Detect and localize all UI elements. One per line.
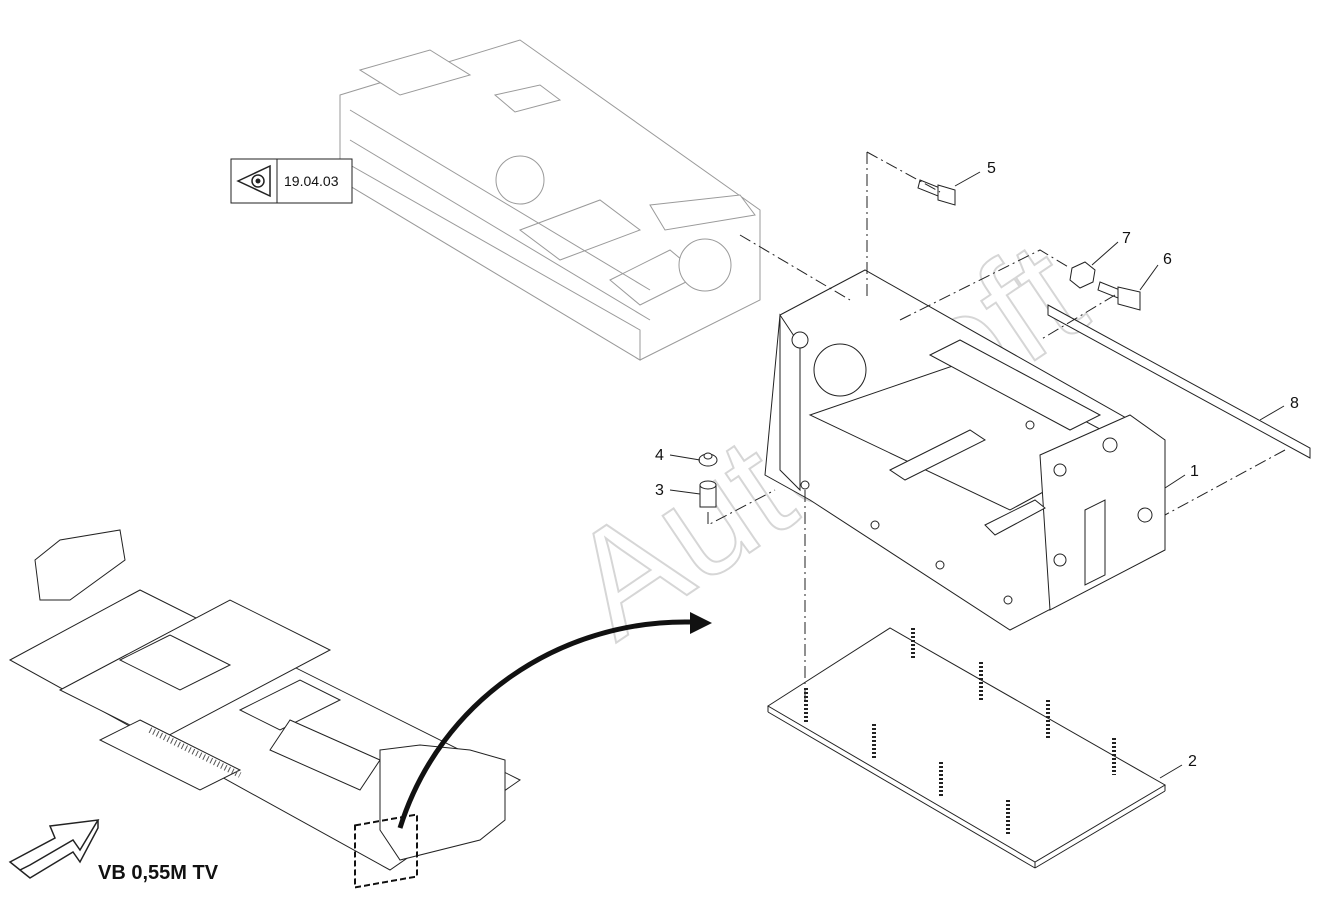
reference-box[interactable]: 19.04.03 (230, 158, 353, 204)
main-bracket (764, 269, 1166, 631)
nut-4 (698, 452, 718, 467)
callout-2: 2 (1188, 753, 1197, 770)
base-plate (767, 627, 1166, 869)
machine-caption: VB 0,55M TV (98, 862, 219, 884)
callout-8: 8 (1290, 395, 1299, 412)
nut-7 (1069, 261, 1096, 289)
spacer-3 (699, 480, 717, 508)
bolt-6 (1097, 281, 1141, 311)
assembly-lines (707, 151, 1286, 700)
reference-frame-drawing (339, 39, 761, 361)
callout-6: 6 (1163, 251, 1172, 268)
callout-4: 4 (655, 447, 664, 464)
eye-view-icon (236, 164, 271, 198)
rubber-strip (1047, 304, 1311, 459)
callout-3: 3 (655, 482, 664, 499)
machine-overview (8, 529, 712, 889)
reference-number: 19.04.03 (284, 173, 339, 189)
callout-1: 1 (1190, 463, 1199, 480)
callout-5: 5 (987, 160, 996, 177)
direction-arrow-icon (8, 819, 100, 879)
callout-7: 7 (1122, 230, 1131, 247)
leader-lines (669, 171, 1285, 779)
bolt-5 (917, 179, 956, 206)
